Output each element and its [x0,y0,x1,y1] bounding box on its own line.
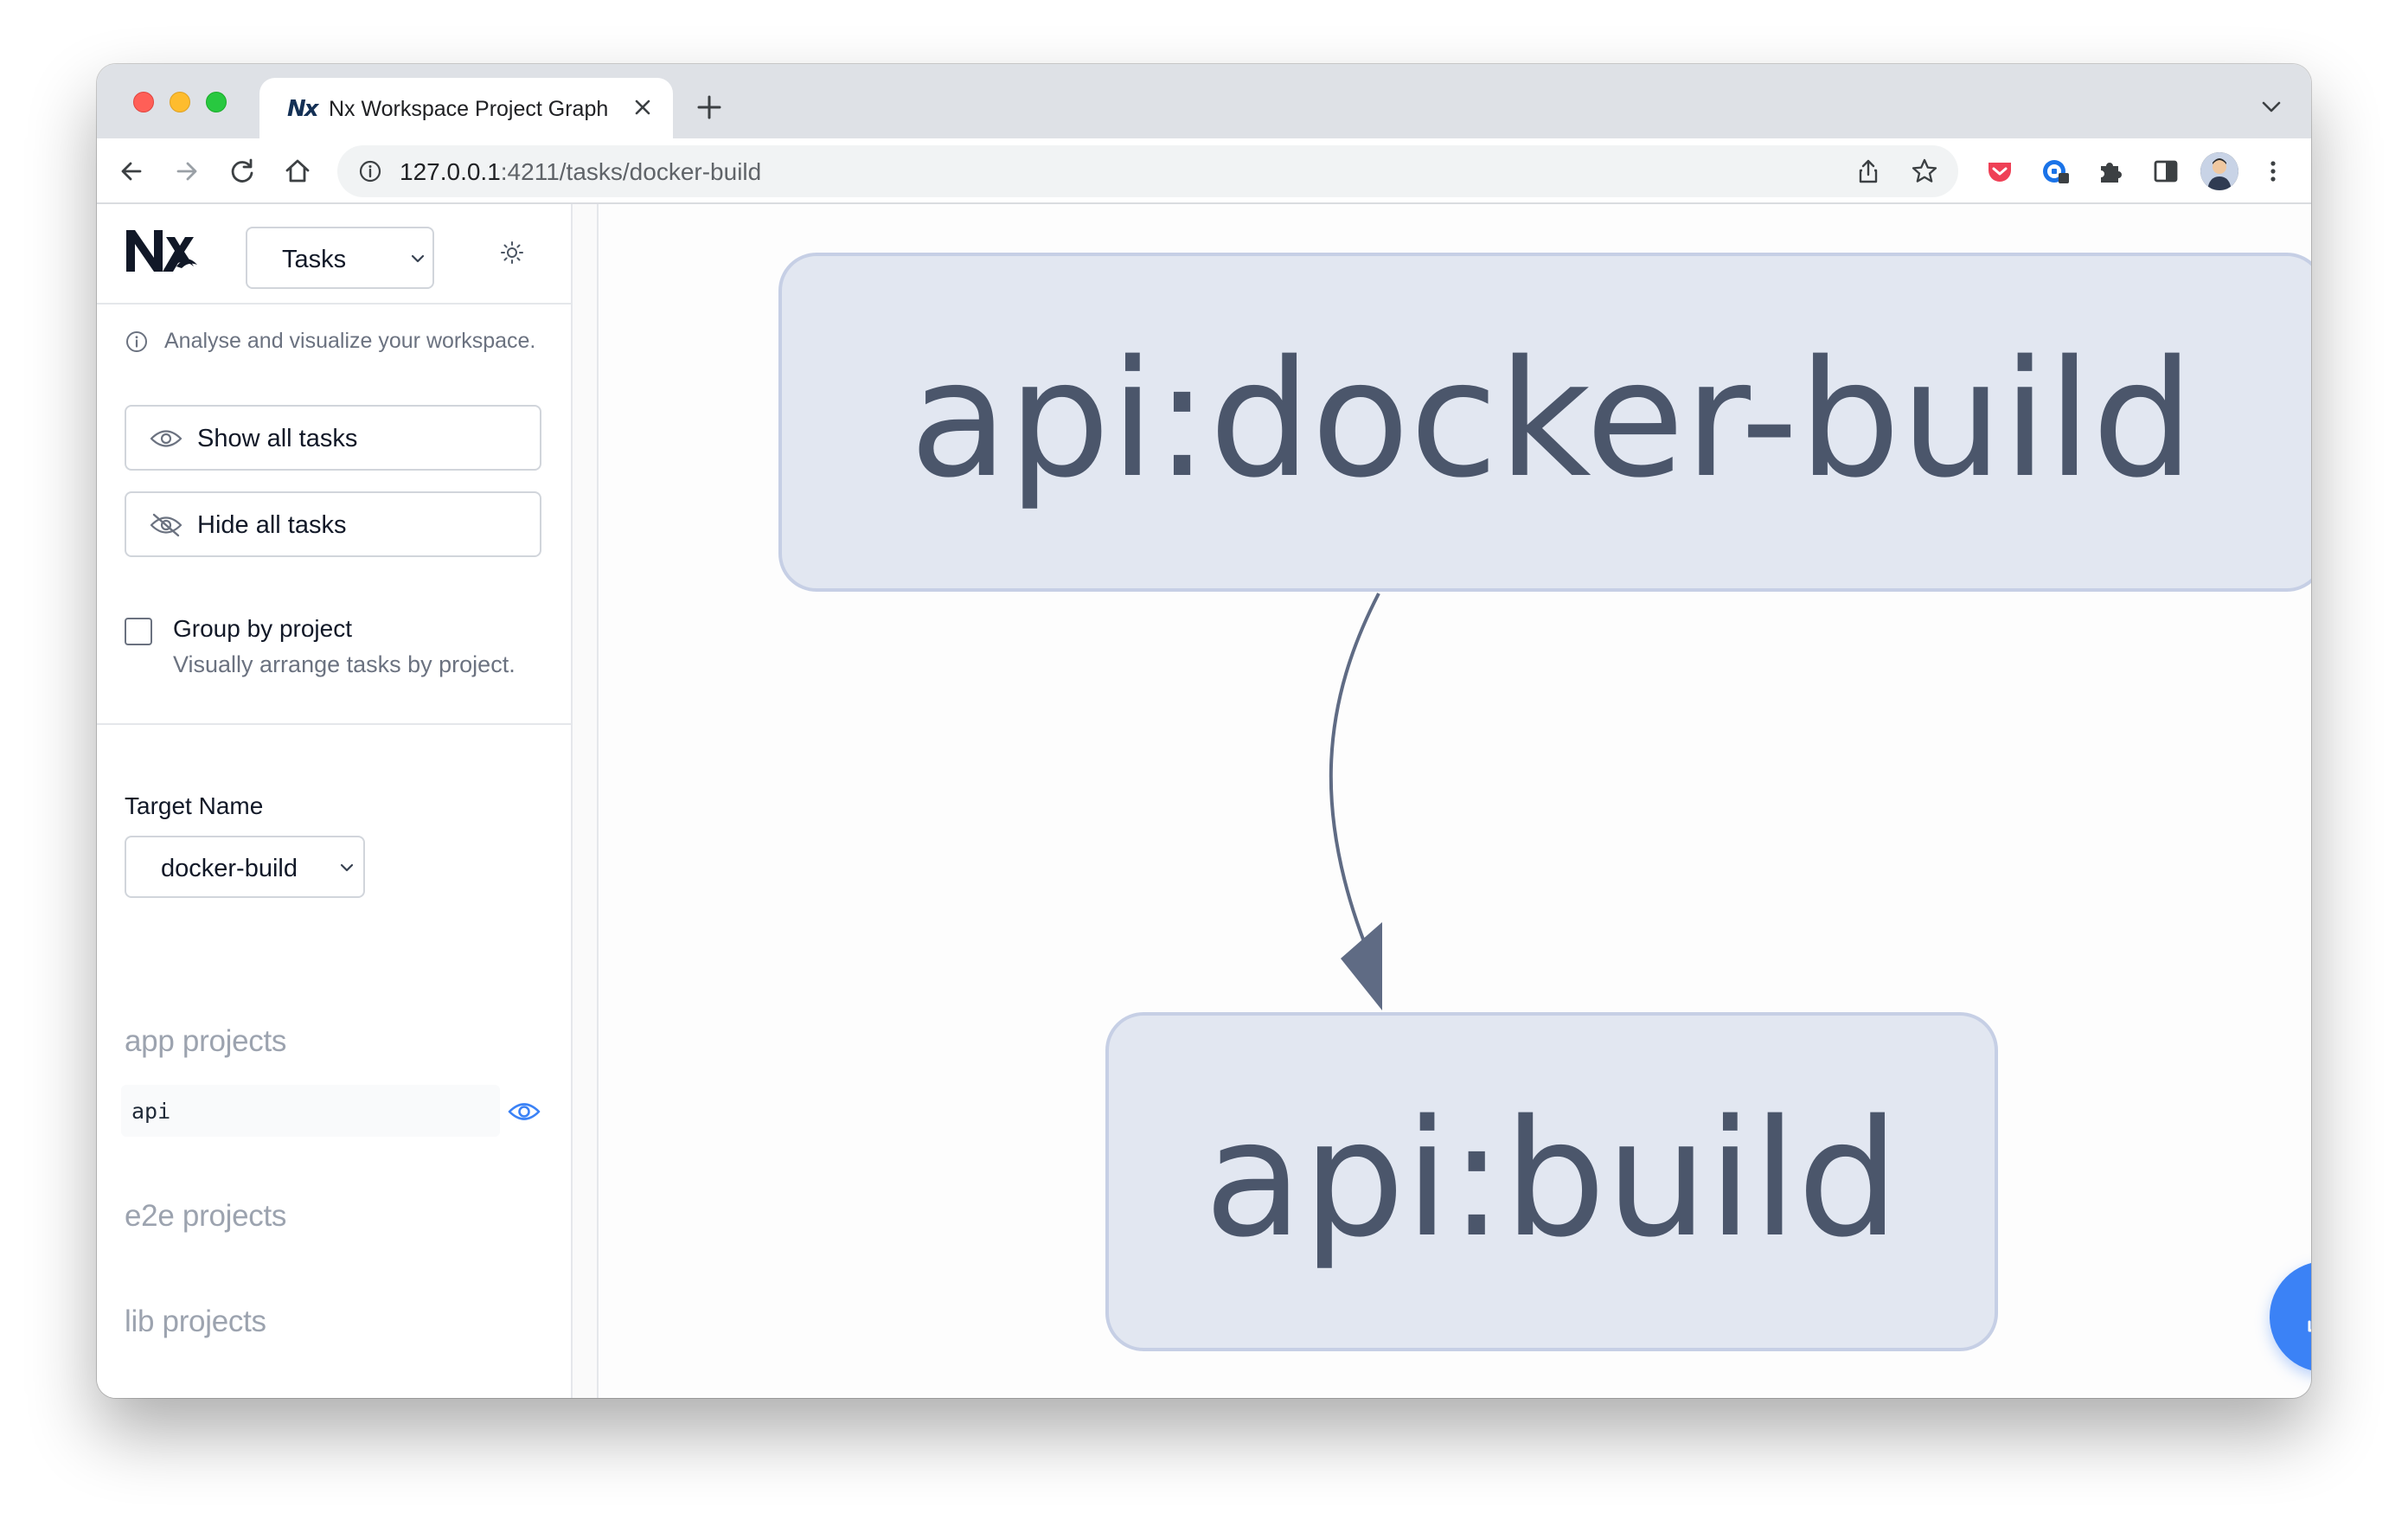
url-host: 127.0.0.1 [400,158,501,185]
extensions-puzzle-icon[interactable] [2093,154,2128,189]
edge-docker-build-to-build [1329,593,1380,966]
password-extension-icon[interactable] [2038,154,2072,189]
edge-arrowhead [1341,922,1382,1010]
chevron-down-icon [411,254,425,263]
browser-tab-active[interactable]: Nx Nx Workspace Project Graph [259,78,673,138]
hide-all-tasks-label: Hide all tasks [197,511,347,539]
pocket-extension-icon[interactable] [1982,154,2017,189]
lib-projects-heading: lib projects [125,1305,266,1338]
group-by-project-checkbox[interactable] [125,618,152,645]
sidebar: Tasks Analyse and visuali [97,204,573,1398]
avatar-icon [2200,152,2238,190]
browser-toolbar: 127.0.0.1:4211/tasks/docker-build [97,138,2311,204]
bookmark-star-icon[interactable] [1910,157,1939,186]
maximize-window-button[interactable] [206,92,227,112]
share-icon[interactable] [1854,157,1882,185]
info-text: Analyse and visualize your workspace. [164,329,536,353]
view-select[interactable]: Tasks [246,227,434,289]
forward-arrow-icon[interactable] [170,154,204,189]
project-item-api[interactable]: api [121,1085,500,1137]
group-by-project-help: Visually arrange tasks by project. [173,651,516,677]
info-circle-icon [126,331,147,352]
sidebar-resize-handle[interactable] [573,204,599,1398]
project-visibility-eye-icon[interactable] [507,1097,541,1126]
browser-window: Nx Nx Workspace Project Graph [97,64,2311,1398]
target-name-label: Target Name [125,792,264,819]
project-name: api [131,1099,171,1124]
target-name-value: docker-build [161,855,298,882]
group-by-project-label: Group by project [173,615,352,642]
url-path: :4211/tasks/docker-build [500,158,762,185]
reload-icon[interactable] [225,154,259,189]
tab-title: Nx Workspace Project Graph [329,97,609,121]
address-bar[interactable]: 127.0.0.1:4211/tasks/docker-build [337,145,1958,197]
download-icon [2308,1320,2311,1332]
divider [97,723,573,725]
new-tab-icon[interactable] [694,92,725,123]
chrome-menu-kebab-icon[interactable] [2256,154,2290,189]
nx-favicon-icon: Nx [287,96,319,122]
task-node-api-docker-build[interactable]: api:docker-build [778,253,2311,592]
graph-canvas[interactable]: api:docker-build api:build [599,204,2311,1398]
minimize-window-button[interactable] [170,92,190,112]
target-name-select[interactable]: docker-build [125,836,365,898]
show-all-tasks-button[interactable]: Show all tasks [125,405,541,471]
task-node-label: api:docker-build [909,325,2194,513]
eye-off-icon [150,513,183,537]
profile-avatar[interactable] [2200,152,2238,190]
url-text[interactable]: 127.0.0.1:4211/tasks/docker-build [400,158,761,186]
show-all-tasks-label: Show all tasks [197,425,358,452]
side-panel-icon[interactable] [2149,154,2183,189]
task-node-label: api:build [1204,1085,1899,1273]
chevron-down-icon [340,863,354,872]
close-tab-icon[interactable] [630,94,656,120]
site-info-icon[interactable] [358,159,382,183]
task-node-api-build[interactable]: api:build [1105,1012,1998,1351]
hide-all-tasks-button[interactable]: Hide all tasks [125,491,541,557]
nx-logo-icon [126,230,197,272]
tab-strip: Nx Nx Workspace Project Graph [97,64,2311,138]
nx-graph-app: Tasks Analyse and visuali [97,204,2311,1398]
e2e-projects-heading: e2e projects [125,1199,287,1233]
theme-toggle-sun-icon[interactable] [500,240,524,265]
view-select-value: Tasks [282,246,347,273]
app-projects-heading: app projects [125,1024,287,1058]
tab-search-chevron-icon[interactable] [2259,97,2283,116]
divider [97,303,573,305]
home-icon[interactable] [280,154,315,189]
graph-edges [1329,593,1382,1010]
close-window-button[interactable] [133,92,154,112]
eye-icon [150,430,183,447]
back-arrow-icon[interactable] [114,154,149,189]
